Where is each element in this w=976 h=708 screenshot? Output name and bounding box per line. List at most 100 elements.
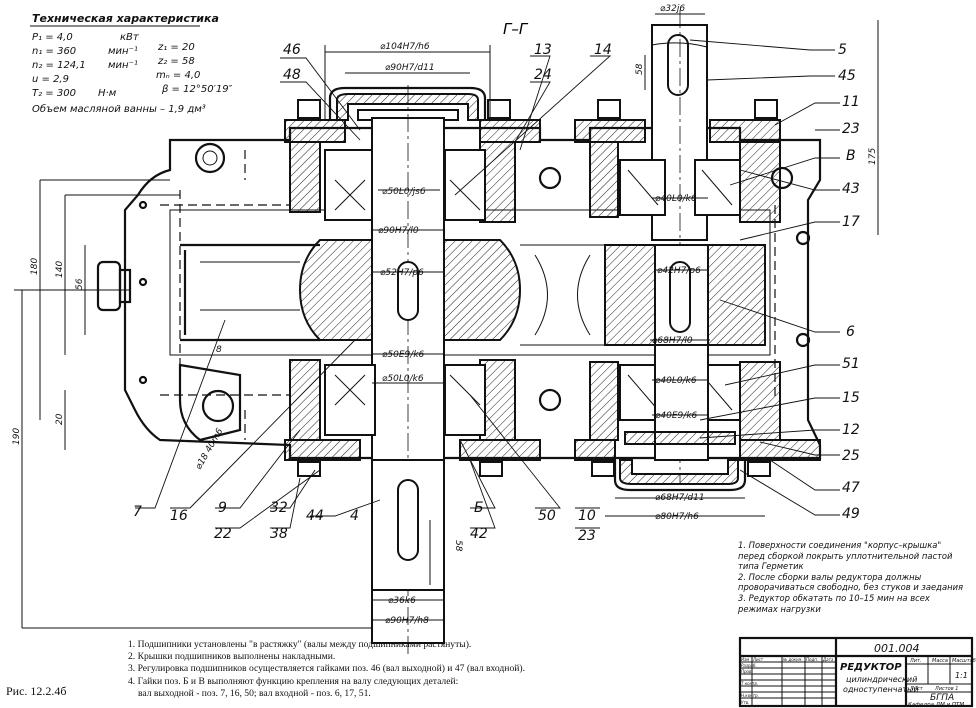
note-5: вал выходной - поз. 7, 16, 50; вал входн…: [138, 687, 371, 699]
tb-row-2: № докум.: [782, 657, 803, 662]
gear-output-left: [298, 239, 373, 341]
callout-6: 6: [846, 324, 855, 340]
bolt-hole-8: [138, 375, 148, 385]
tb-row-9: Утв.: [741, 700, 749, 705]
dim-180: 180: [30, 258, 40, 275]
dim-d68-l0: ⌀68H7/l0: [652, 336, 693, 346]
callout-15: 15: [842, 390, 860, 406]
tb-row-6: Пров.: [741, 669, 753, 674]
gear-output-right: [443, 239, 522, 341]
dim-140: 140: [55, 261, 65, 278]
tb-name: РЕДУКТОР: [840, 662, 902, 673]
callout-50: 50: [538, 508, 556, 524]
dim-20: 20: [55, 413, 65, 425]
flange-bottom-right-a: [574, 439, 616, 461]
spec-row-4-right: mₙ = 4,0: [156, 70, 200, 81]
spec-row-2-left: n₁ = 360: [32, 46, 76, 57]
tb-dept: Кафедра ДМ и ПТМ: [908, 702, 964, 708]
dim-d68-d11: ⌀68H7/d11: [655, 493, 705, 503]
callout-23-bottom: 23: [578, 528, 596, 544]
spec-row-3-right: z₂ = 58: [157, 56, 195, 67]
leader-lines: [135, 39, 840, 529]
callout-44: 44: [306, 508, 324, 524]
input-shaft: [604, 10, 766, 492]
dim-d40-top: ⌀40L0/k6: [655, 194, 697, 204]
bearing-top-left: [324, 149, 376, 221]
tb-row-8: Н.контр.: [741, 693, 759, 698]
output-top-cap: [328, 86, 487, 120]
tb-row-5: Разраб.: [741, 663, 757, 668]
lug-top: [194, 142, 226, 174]
dim-d104: ⌀104H7/h6: [380, 42, 430, 52]
callout-b: Б: [474, 500, 484, 516]
callout-7: 7: [133, 504, 142, 520]
gear-input-right: [707, 244, 766, 346]
callout-4: 4: [350, 508, 359, 524]
callout-45: 45: [838, 68, 856, 84]
flange-top-mid: [479, 119, 541, 143]
bearing-bottom-left: [324, 364, 376, 436]
assembly-notes: 1. Подшипники установлены "в растяжку" (…: [128, 639, 648, 700]
callout-23-right: 23: [842, 121, 860, 137]
callout-49: 49: [842, 506, 860, 522]
tb-mass: Масса: [932, 658, 948, 664]
callout-24: 24: [534, 67, 552, 83]
tb-subtitle-2: одноступенчатый: [843, 685, 919, 694]
spec-oil: Объем масляной ванны – 1,9 дм³: [32, 103, 206, 115]
bolt-heads: [297, 99, 778, 477]
note-4: 4. Гайки поз. Б и В выполняют функцию кр…: [128, 675, 459, 687]
spec-row-1-unit: кВт: [120, 32, 140, 43]
flange-bottom-mid: [459, 439, 541, 461]
nut-47: [624, 431, 736, 445]
callout-9: 9: [218, 500, 227, 516]
bolt-hole-5: [795, 332, 811, 348]
dim-d50e9: ⌀50E9/k6: [382, 350, 425, 360]
dim-58-top: 58: [635, 63, 645, 75]
lug-bottom: [178, 363, 242, 442]
wall-right-a-bottom: [589, 361, 619, 441]
wall-left-bottom: [289, 359, 321, 441]
callout-13: 13: [534, 42, 552, 58]
bolt-hole-1: [538, 166, 562, 190]
drawing-notes: 1. Поверхности соединения "корпус–крышка…: [738, 540, 968, 614]
callout-25: 25: [842, 448, 860, 464]
flange-top-left: [284, 119, 346, 143]
callout-5: 5: [838, 42, 847, 58]
input-bottom-cap: [613, 460, 747, 492]
dim-56: 56: [75, 278, 85, 290]
note-1: 1. Подшипники установлены "в растяжку" (…: [128, 639, 472, 650]
dim-d80: ⌀80H7/h6: [655, 512, 699, 522]
bolt-hole-7: [138, 277, 148, 287]
dim-d52: ⌀52H7/p6: [380, 268, 424, 278]
callout-22: 22: [214, 526, 232, 542]
callout-48: 48: [283, 67, 301, 83]
callout-42: 42: [470, 526, 488, 542]
spec-row-1-left: P₁ = 4,0: [32, 32, 73, 43]
figure-caption: Рис. 12.2.4б: [6, 684, 67, 698]
flange-bottom-left: [284, 439, 361, 461]
spec-row-5-unit: Н·м: [98, 88, 117, 99]
section-label: Г–Г: [503, 20, 529, 38]
dim-d40e9: ⌀40E9/k6: [655, 411, 698, 421]
wall-right-a-top: [589, 141, 619, 218]
dim-d50-js6: ⌀50L0/js6: [382, 187, 426, 197]
lug-bottom-hole: [201, 389, 235, 423]
tb-org: БГПА: [930, 693, 954, 703]
spec-row-5-left: T₂ = 300: [32, 88, 76, 99]
spec-row-3-unit: мин⁻¹: [108, 60, 138, 71]
bolt-hole-4: [795, 230, 811, 246]
tb-row-0: Изм: [741, 657, 749, 662]
callout-10: 10: [578, 508, 596, 524]
callout-32: 32: [270, 500, 288, 516]
spec-row-5-right: β = 12°50′19″: [161, 84, 233, 95]
callout-17: 17: [842, 214, 860, 230]
lug-hole: [194, 142, 226, 174]
dim-175: 175: [868, 148, 878, 165]
tb-sheet: Лист: [909, 686, 924, 692]
callout-46: 46: [283, 42, 301, 58]
tb-scale: 1:1: [955, 671, 968, 680]
dim-d42: ⌀42H7/p6: [657, 266, 701, 276]
dim-d18: ⌀18 40m6: [194, 427, 226, 472]
dimension-lines: [14, 13, 879, 629]
